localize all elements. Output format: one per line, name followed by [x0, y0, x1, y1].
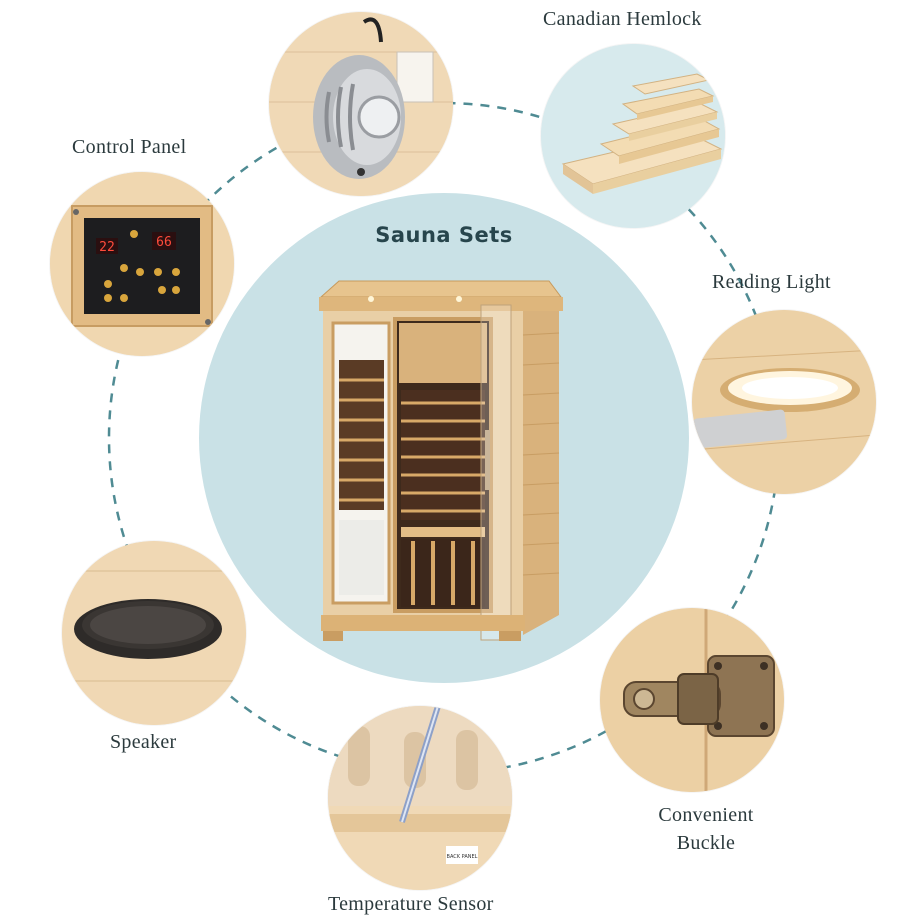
reading-light-label: Reading Light — [712, 271, 831, 293]
speaker-icon — [62, 541, 246, 725]
buckle-label-line1: Convenient — [658, 804, 754, 826]
heater-icon — [269, 12, 453, 196]
buckle-label-line2: Buckle — [676, 832, 736, 854]
display-left: 22 — [99, 240, 115, 255]
control-panel-label: Control Panel — [72, 136, 187, 158]
buckle-feature-image — [600, 608, 784, 792]
hemlock-feature-image — [541, 44, 725, 228]
display-right: 66 — [156, 235, 172, 250]
center-disc: Sauna Sets — [199, 193, 689, 683]
speaker-label: Speaker — [110, 731, 177, 753]
buckle-label: Convenient Buckle — [644, 801, 768, 857]
hemlock-label: Canadian Hemlock — [543, 8, 702, 30]
temperature-sensor-label: Temperature Sensor — [328, 893, 494, 915]
temperature-sensor-icon: BACK PANEL — [328, 706, 512, 890]
back-panel-tag: BACK PANEL — [447, 854, 478, 860]
control-panel-feature-image: 22 66 — [50, 172, 234, 356]
reading-light-feature-image — [692, 310, 876, 494]
control-panel-icon: 22 66 — [50, 172, 234, 356]
speaker-feature-image — [62, 541, 246, 725]
sauna-cabin-image — [319, 280, 563, 641]
heater-feature-image — [269, 12, 453, 196]
reading-light-icon — [692, 310, 876, 494]
buckle-icon — [600, 608, 784, 792]
wood-planks-icon — [541, 44, 725, 228]
temperature-sensor-feature-image: BACK PANEL — [328, 706, 512, 890]
center-title: Sauna Sets — [375, 223, 513, 247]
